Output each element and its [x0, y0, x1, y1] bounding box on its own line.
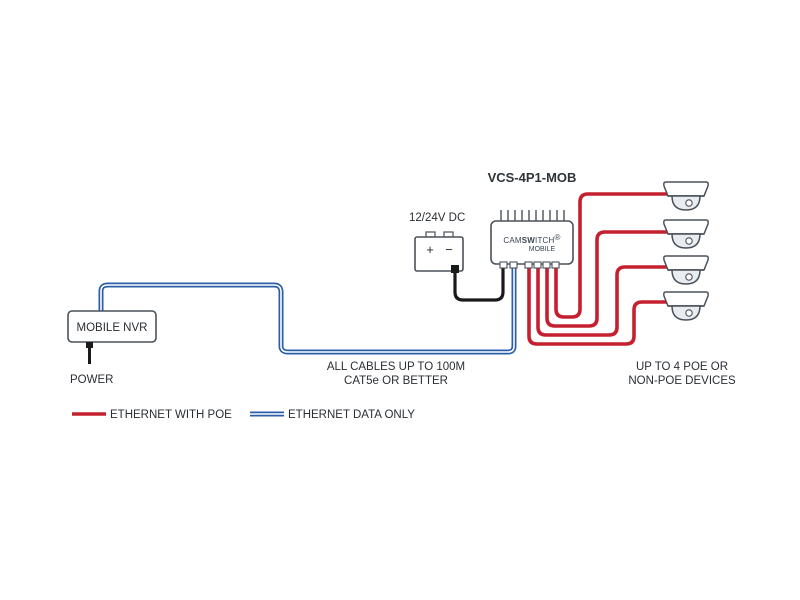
dome-camera-3 — [663, 255, 709, 285]
battery-plus: + — [426, 242, 434, 257]
camera-note-line1: UP TO 4 POE OR — [636, 361, 728, 373]
battery-output-post — [451, 265, 459, 273]
device-model-title: VCS-4P1-MOB — [488, 170, 577, 185]
cable-note-line1: ALL CABLES UP TO 100M — [327, 361, 465, 373]
camera-mount — [663, 255, 709, 271]
camera-lens — [685, 273, 693, 281]
switch-brand: CAMSWITCH® — [503, 233, 560, 245]
data-cable — [98, 265, 517, 355]
nvr-power-label: POWER — [70, 374, 113, 386]
data-cable-outer — [98, 265, 517, 355]
cable-note-line2: CAT5e OR BETTER — [344, 375, 448, 387]
nvr-label: MOBILE NVR — [77, 322, 148, 334]
nvr-power-plug — [86, 342, 93, 348]
dome-camera-1 — [663, 181, 709, 211]
legend-poe-label: ETHERNET WITH POE — [110, 409, 232, 421]
poe-cables — [527, 192, 668, 346]
data-cable-inner — [100, 267, 515, 353]
camera-lens — [685, 237, 693, 245]
camera-lens — [685, 309, 693, 317]
camera-mount — [663, 291, 709, 307]
camera-note-line2: NON-POE DEVICES — [628, 375, 736, 387]
poe-cable-1 — [554, 192, 668, 319]
camera-mount — [663, 219, 709, 235]
cameras — [663, 181, 709, 321]
poe-cable-4 — [527, 268, 668, 346]
switch-device: CAMSWITCH® MOBILE — [490, 210, 574, 269]
nvr-body — [67, 310, 157, 343]
switch-brand-sub: MOBILE — [529, 246, 556, 253]
switch-ports — [499, 261, 560, 269]
camera-mount — [663, 181, 709, 197]
legend: ETHERNET WITH POE ETHERNET DATA ONLY — [72, 409, 415, 421]
poe-cable-3 — [536, 265, 668, 337]
dome-camera-4 — [663, 291, 709, 321]
battery-body — [414, 236, 464, 272]
dome-camera-2 — [663, 219, 709, 249]
dc-power-cable — [453, 268, 505, 302]
battery-minus: − — [445, 242, 453, 257]
camera-lens — [685, 199, 693, 207]
poe-cable-2 — [545, 230, 668, 328]
legend-data-label: ETHERNET DATA ONLY — [288, 409, 415, 421]
mobile-nvr: MOBILE NVR — [67, 310, 157, 364]
switch-fins — [500, 210, 565, 222]
battery: + − — [414, 231, 464, 273]
battery-label: 12/24V DC — [409, 212, 465, 224]
